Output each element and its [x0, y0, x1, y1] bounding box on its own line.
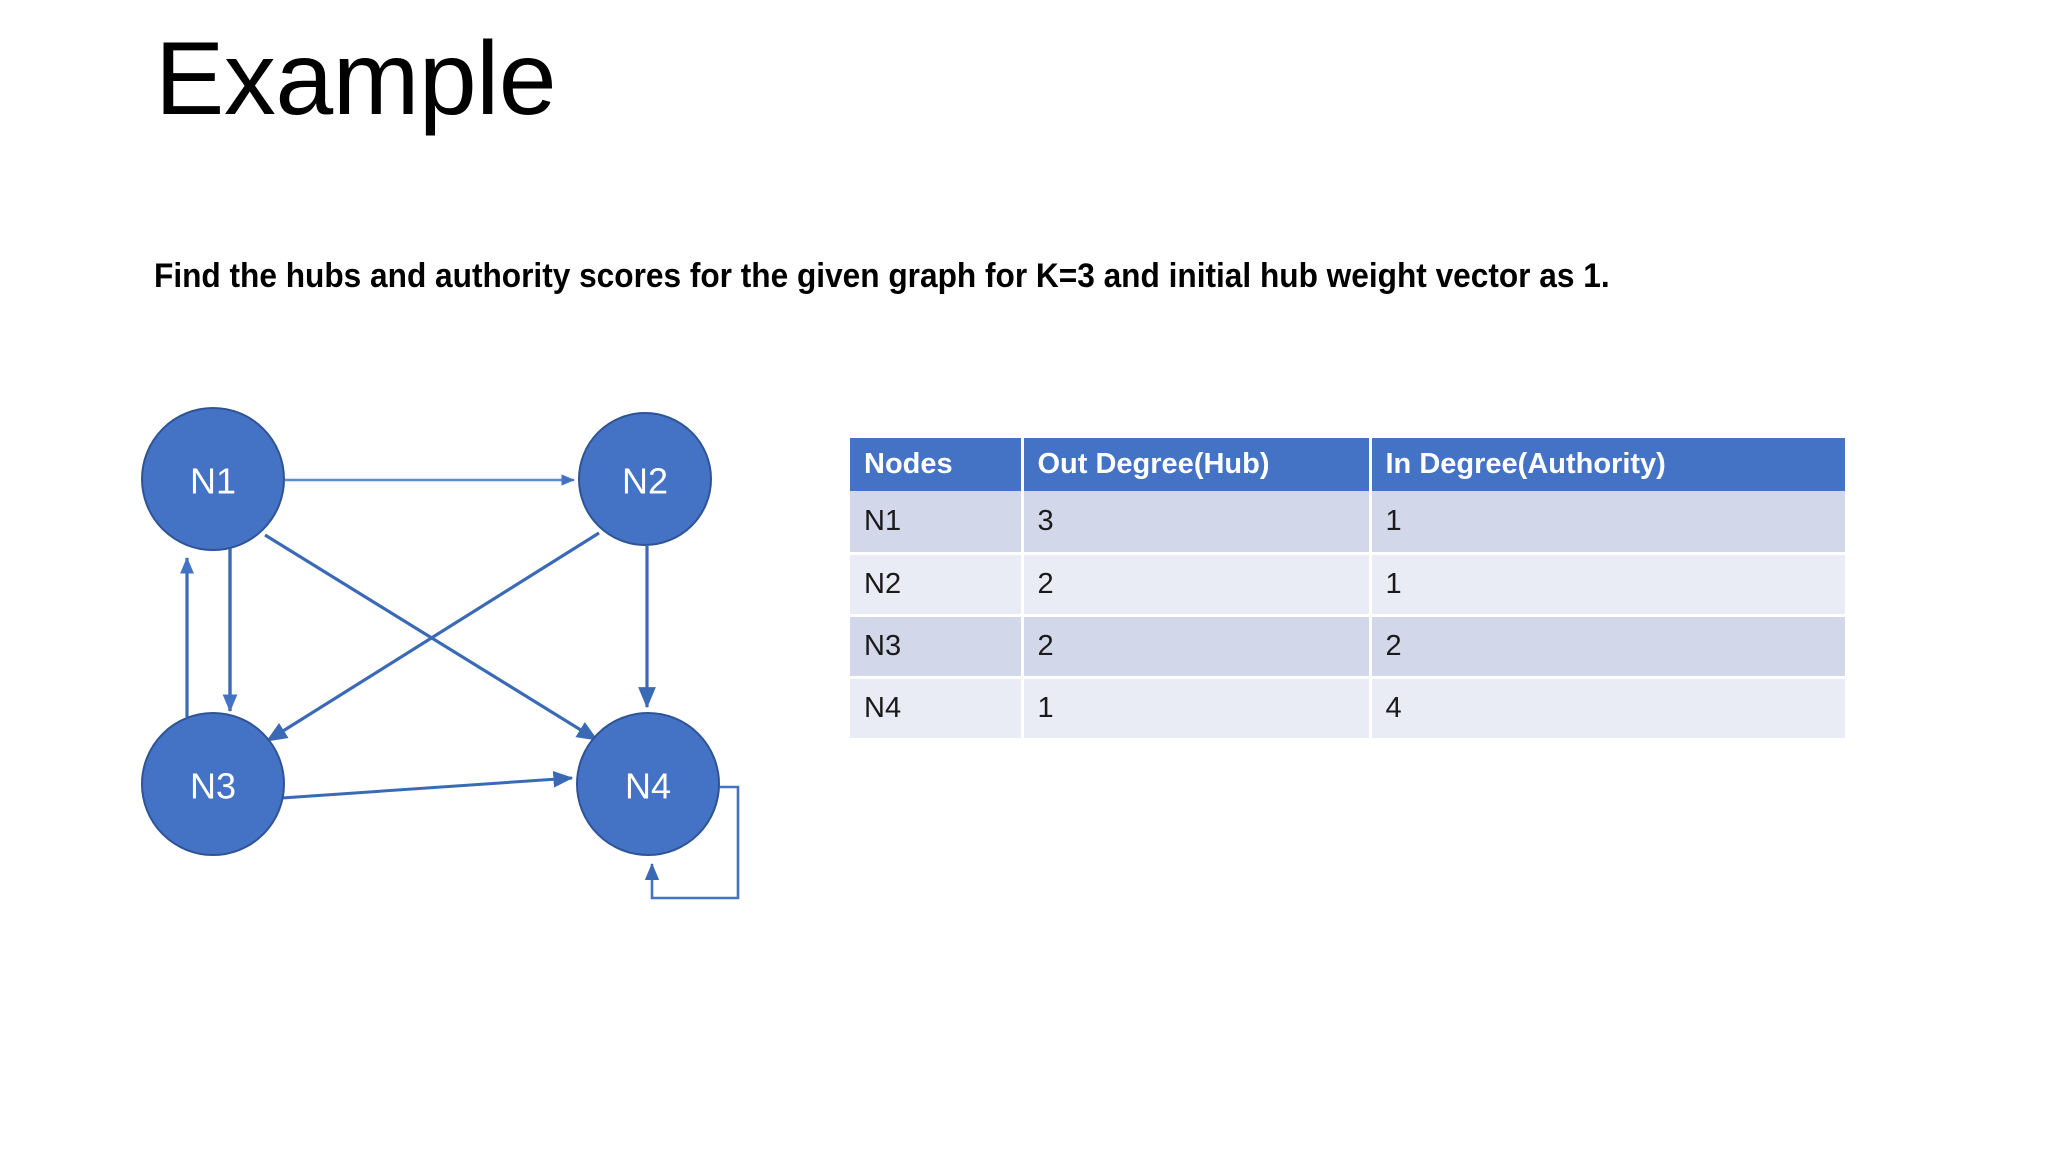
edge-n2-n3 [265, 531, 600, 743]
column-header-in-degree: In Degree(Authority) [1370, 438, 1845, 491]
problem-statement: Find the hubs and authority scores for t… [154, 257, 1610, 295]
graph-node-n3[interactable]: N3 [141, 712, 285, 856]
page-title: Example [155, 21, 557, 137]
cell-in-degree: 1 [1370, 553, 1845, 617]
cell-out-degree: 1 [1022, 677, 1372, 741]
graph-node-n2[interactable]: N2 [578, 412, 712, 546]
cell-out-degree: 2 [1022, 615, 1372, 679]
cell-node: N3 [850, 615, 1024, 679]
graph-edges [180, 474, 740, 900]
cell-node: N1 [850, 491, 1024, 555]
table-row: N1 3 1 [850, 491, 1845, 555]
graph-node-n4[interactable]: N4 [576, 712, 720, 856]
graph-node-n1[interactable]: N1 [141, 407, 285, 551]
cell-out-degree: 3 [1022, 491, 1372, 555]
edge-n3-n4 [281, 770, 574, 800]
cell-out-degree: 2 [1022, 553, 1372, 617]
column-header-nodes: Nodes [850, 438, 1024, 491]
table-row: N2 2 1 [850, 553, 1845, 617]
graph-diagram: N1 N2 N3 N4 [100, 370, 780, 970]
degree-table: Nodes Out Degree(Hub) In Degree(Authorit… [850, 438, 1845, 741]
column-header-out-degree: Out Degree(Hub) [1022, 438, 1372, 491]
edge-n4-self-loop [644, 785, 740, 900]
cell-node: N4 [850, 677, 1024, 741]
table-header-row: Nodes Out Degree(Hub) In Degree(Authorit… [850, 438, 1845, 491]
table-row: N3 2 2 [850, 615, 1845, 679]
cell-in-degree: 4 [1370, 677, 1845, 741]
cell-in-degree: 1 [1370, 491, 1845, 555]
table-row: N4 1 4 [850, 677, 1845, 741]
cell-in-degree: 2 [1370, 615, 1845, 679]
cell-node: N2 [850, 553, 1024, 617]
